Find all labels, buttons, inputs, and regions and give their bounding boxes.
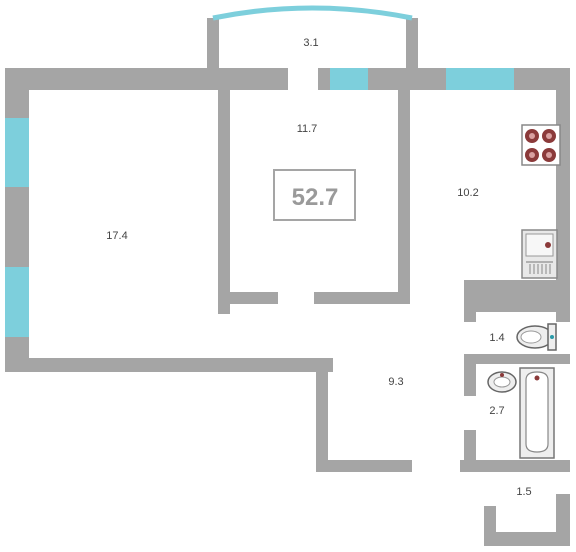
walls (5, 68, 570, 546)
balcony-window-arc (212, 5, 413, 21)
stove-icon (521, 124, 561, 166)
area-entry: 1.5 (516, 486, 531, 498)
area-bedroom: 11.7 (297, 123, 318, 135)
window-kitchen-right (446, 68, 514, 90)
window-living-top (5, 118, 29, 187)
area-hallway: 9.3 (388, 376, 403, 388)
area-toilet: 1.4 (489, 332, 504, 344)
window-living-bottom (5, 267, 29, 337)
bathroom-sink-icon (487, 371, 517, 393)
total-area-box: 52.7 (273, 169, 356, 221)
area-living-room: 17.4 (106, 230, 127, 242)
kitchen-sink-icon (521, 229, 558, 279)
area-kitchen: 10.2 (457, 187, 478, 199)
toilet-icon (516, 323, 557, 351)
area-bathroom: 2.7 (489, 405, 504, 417)
total-area: 52.7 (292, 184, 339, 211)
area-balcony: 3.1 (303, 37, 318, 49)
room-labels: 3.1 11.7 17.4 10.2 9.3 1.4 2.7 1.5 (106, 37, 531, 498)
windows (5, 68, 514, 337)
balcony-walls (207, 5, 418, 68)
bathtub-icon (519, 367, 555, 459)
window-kitchen-left (330, 68, 368, 90)
